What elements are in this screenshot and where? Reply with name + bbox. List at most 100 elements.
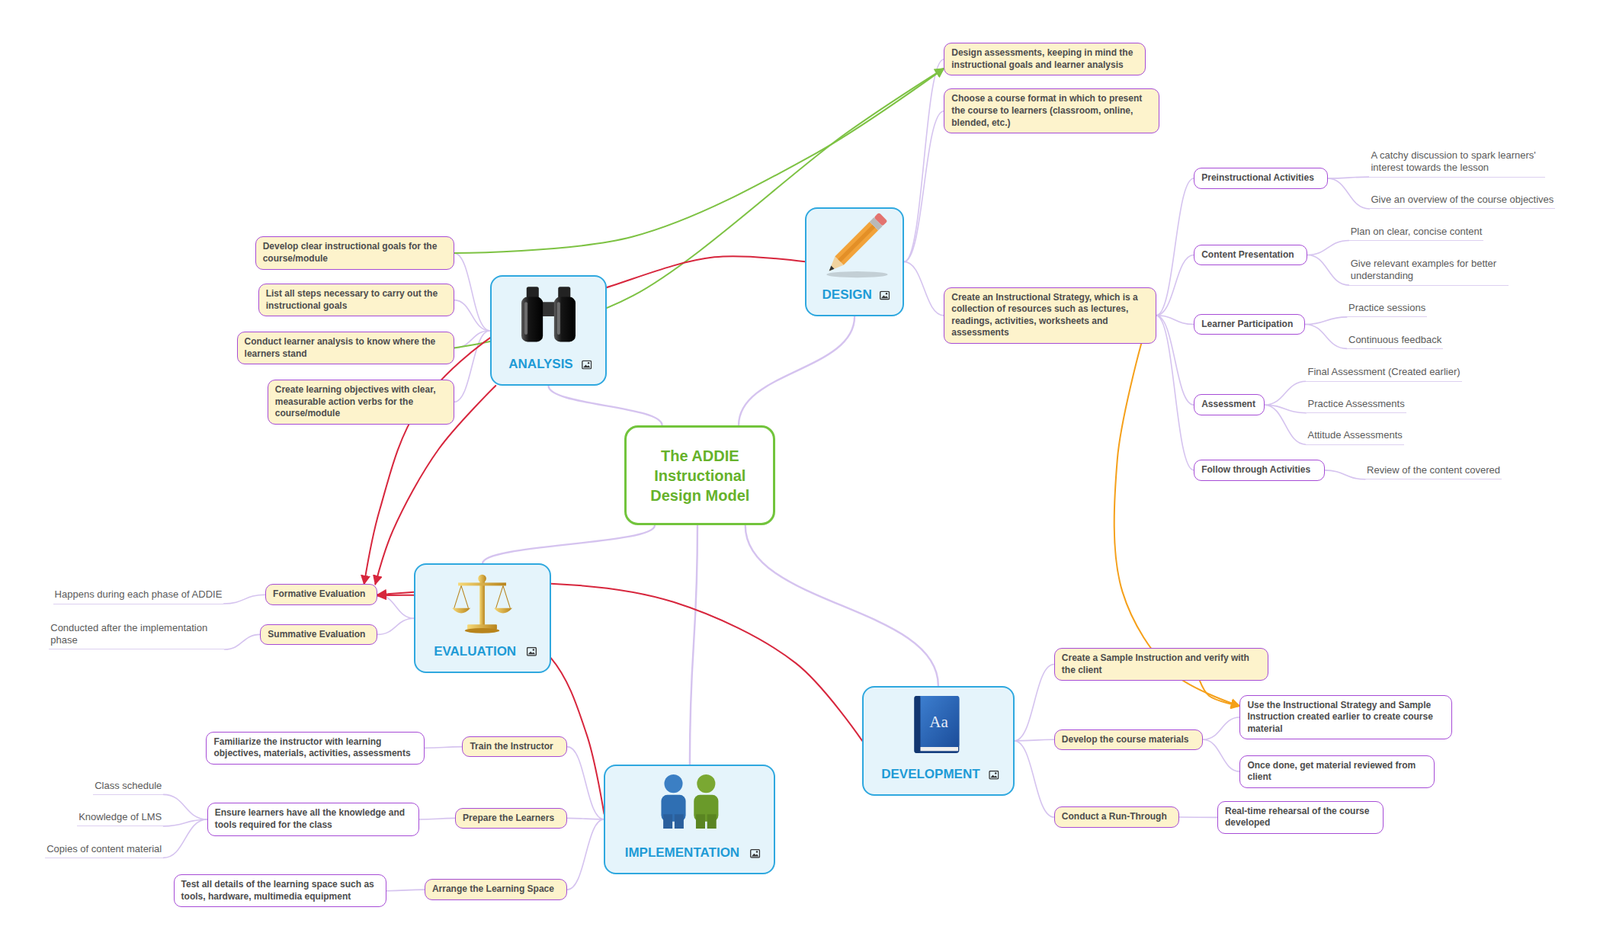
topic-label: Attitude Assessments xyxy=(1307,429,1402,442)
main-branch xyxy=(738,316,855,426)
topic-label: Design assessments, keeping in mind the … xyxy=(951,47,1139,71)
detail-box: Test all details of the learning space s… xyxy=(173,874,388,908)
detail-text: Give relevant examples for better unders… xyxy=(1349,256,1509,286)
detail-text: Review of the content covered xyxy=(1365,463,1502,480)
branch-line xyxy=(1014,739,1055,741)
detail-box: Follow through Activities xyxy=(1193,459,1325,481)
branch-line xyxy=(1202,717,1240,740)
detail-text: Conducted after the implementation phase xyxy=(48,621,225,651)
branch-line xyxy=(419,817,456,820)
branch-line xyxy=(1324,470,1366,480)
subtopic-box: Design assessments, keeping in mind the … xyxy=(943,42,1146,76)
topic-label: Develop clear instructional goals for th… xyxy=(262,240,447,265)
branch-line xyxy=(454,253,491,331)
branch-line xyxy=(1202,739,1240,772)
topic-label: Ensure learners have all the knowledge a… xyxy=(214,807,412,831)
detail-text: Practice Assessments xyxy=(1305,397,1406,414)
topic-label: Preinstructional Activities xyxy=(1201,172,1320,185)
branch-line xyxy=(1307,240,1350,255)
topic-label: Train the Instructor xyxy=(469,740,560,754)
central-topic: The ADDIE Instructional Design Model xyxy=(624,425,776,526)
branch-line xyxy=(224,634,260,650)
branch-line xyxy=(567,817,604,820)
main-branch xyxy=(548,385,663,426)
subtopic-box: Create a Sample Instruction and verify w… xyxy=(1054,647,1269,681)
topic-label: Arrange the Learning Space xyxy=(432,883,560,896)
branch-line xyxy=(163,819,208,858)
phase-node: DESIGN xyxy=(804,207,905,317)
topic-label: Review of the content covered xyxy=(1366,464,1501,477)
topic-label: Use the Instructional Strategy and Sampl… xyxy=(1247,699,1444,736)
branch-line xyxy=(1327,176,1370,179)
topic-label: Learner Participation xyxy=(1201,318,1298,331)
topic-label: A catchy discussion to spark learners' i… xyxy=(1370,149,1543,175)
topic-label: The ADDIE Instructional Design Model xyxy=(631,445,769,506)
topic-label: Conducted after the implementation phase xyxy=(50,622,223,648)
branch-line xyxy=(1327,178,1370,209)
topic-label: Knowledge of LMS xyxy=(78,811,162,824)
branch-line xyxy=(1014,740,1055,818)
detail-text: Final Assessment (Created earlier) xyxy=(1305,365,1462,382)
branch-line xyxy=(1156,315,1195,471)
topic-label: Practice Assessments xyxy=(1307,397,1405,411)
topic-label: Test all details of the learning space s… xyxy=(181,878,380,903)
topic-label: Plan on clear, concise content xyxy=(1350,225,1483,238)
detail-box: Learner Participation xyxy=(1193,314,1306,336)
detail-box: Use the Instructional Strategy and Sampl… xyxy=(1239,695,1452,741)
topic-label: Create a Sample Instruction and verify w… xyxy=(1061,652,1261,677)
icon-letters: Aa xyxy=(923,714,954,731)
branch-line xyxy=(1179,816,1218,818)
detail-text: Happens during each phase of ADDIE xyxy=(53,587,225,604)
subtopic-box: Formative Evaluation xyxy=(265,583,378,606)
topic-label: Once done, get material reviewed from cl… xyxy=(1247,759,1427,784)
topic-label: Create an Instructional Strategy, which … xyxy=(951,291,1148,340)
branch-line xyxy=(424,747,463,749)
branch-line xyxy=(1156,254,1195,315)
topic-label: DESIGN xyxy=(822,287,873,303)
topic-label: EVALUATION xyxy=(433,644,517,660)
topic-label: Conduct a Run-Through xyxy=(1061,811,1173,824)
topic-label: Final Assessment (Created earlier) xyxy=(1307,365,1460,379)
topic-label: Copies of content material xyxy=(46,843,162,856)
topic-label: Develop the course materials xyxy=(1061,734,1196,747)
topic-label: Summative Evaluation xyxy=(267,628,370,642)
detail-text: Continuous feedback xyxy=(1346,333,1443,350)
subtopic-box: Conduct a Run-Through xyxy=(1054,806,1180,828)
subtopic-box: List all steps necessary to carry out th… xyxy=(258,283,455,317)
detail-text: Plan on clear, concise content xyxy=(1349,224,1485,241)
detail-box: Familiarize the instructor with learning… xyxy=(205,731,424,765)
detail-box: Once done, get material reviewed from cl… xyxy=(1239,755,1435,789)
branch-line xyxy=(567,819,604,890)
detail-text: Attitude Assessments xyxy=(1305,428,1404,445)
topic-label: Familiarize the instructor with learning… xyxy=(213,736,417,760)
branch-line xyxy=(904,261,944,315)
branch-line xyxy=(377,618,414,635)
detail-box: Real-time rehearsal of the course develo… xyxy=(1217,801,1384,834)
topic-label: Assessment xyxy=(1201,398,1257,411)
topic-label: Give an overview of the course objective… xyxy=(1370,193,1554,206)
subtopic-box: Choose a course format in which to prese… xyxy=(943,88,1159,134)
detail-box: Preinstructional Activities xyxy=(1193,167,1328,190)
topic-label: Class schedule xyxy=(94,779,162,792)
topic-label: Prepare the Learners xyxy=(462,812,560,825)
topic-label: Conduct learner analysis to know where t… xyxy=(244,336,447,360)
main-branch xyxy=(745,525,939,686)
subtopic-box: Create learning objectives with clear, m… xyxy=(267,379,455,425)
detail-box: Ensure learners have all the knowledge a… xyxy=(207,802,420,836)
detail-box: Assessment xyxy=(1193,394,1264,416)
subtopic-box: Arrange the Learning Space xyxy=(424,878,568,901)
subtopic-box: Summative Evaluation xyxy=(259,624,378,646)
subtopic-box: Prepare the Learners xyxy=(455,808,568,830)
detail-text: Copies of content material xyxy=(44,842,164,859)
branch-line xyxy=(163,794,207,820)
topic-label: Choose a course format in which to prese… xyxy=(951,92,1152,129)
phase-node: EVALUATION xyxy=(413,563,551,674)
subtopic-box: Develop the course materials xyxy=(1054,729,1203,751)
branch-line xyxy=(223,594,266,604)
subtopic-box: Create an Instructional Strategy, which … xyxy=(943,287,1156,344)
subtopic-box: Train the Instructor xyxy=(461,736,568,758)
subtopic-box: Develop clear instructional goals for th… xyxy=(255,236,455,270)
topic-label: Create learning objectives with clear, m… xyxy=(275,384,447,421)
branch-line xyxy=(1307,254,1350,286)
